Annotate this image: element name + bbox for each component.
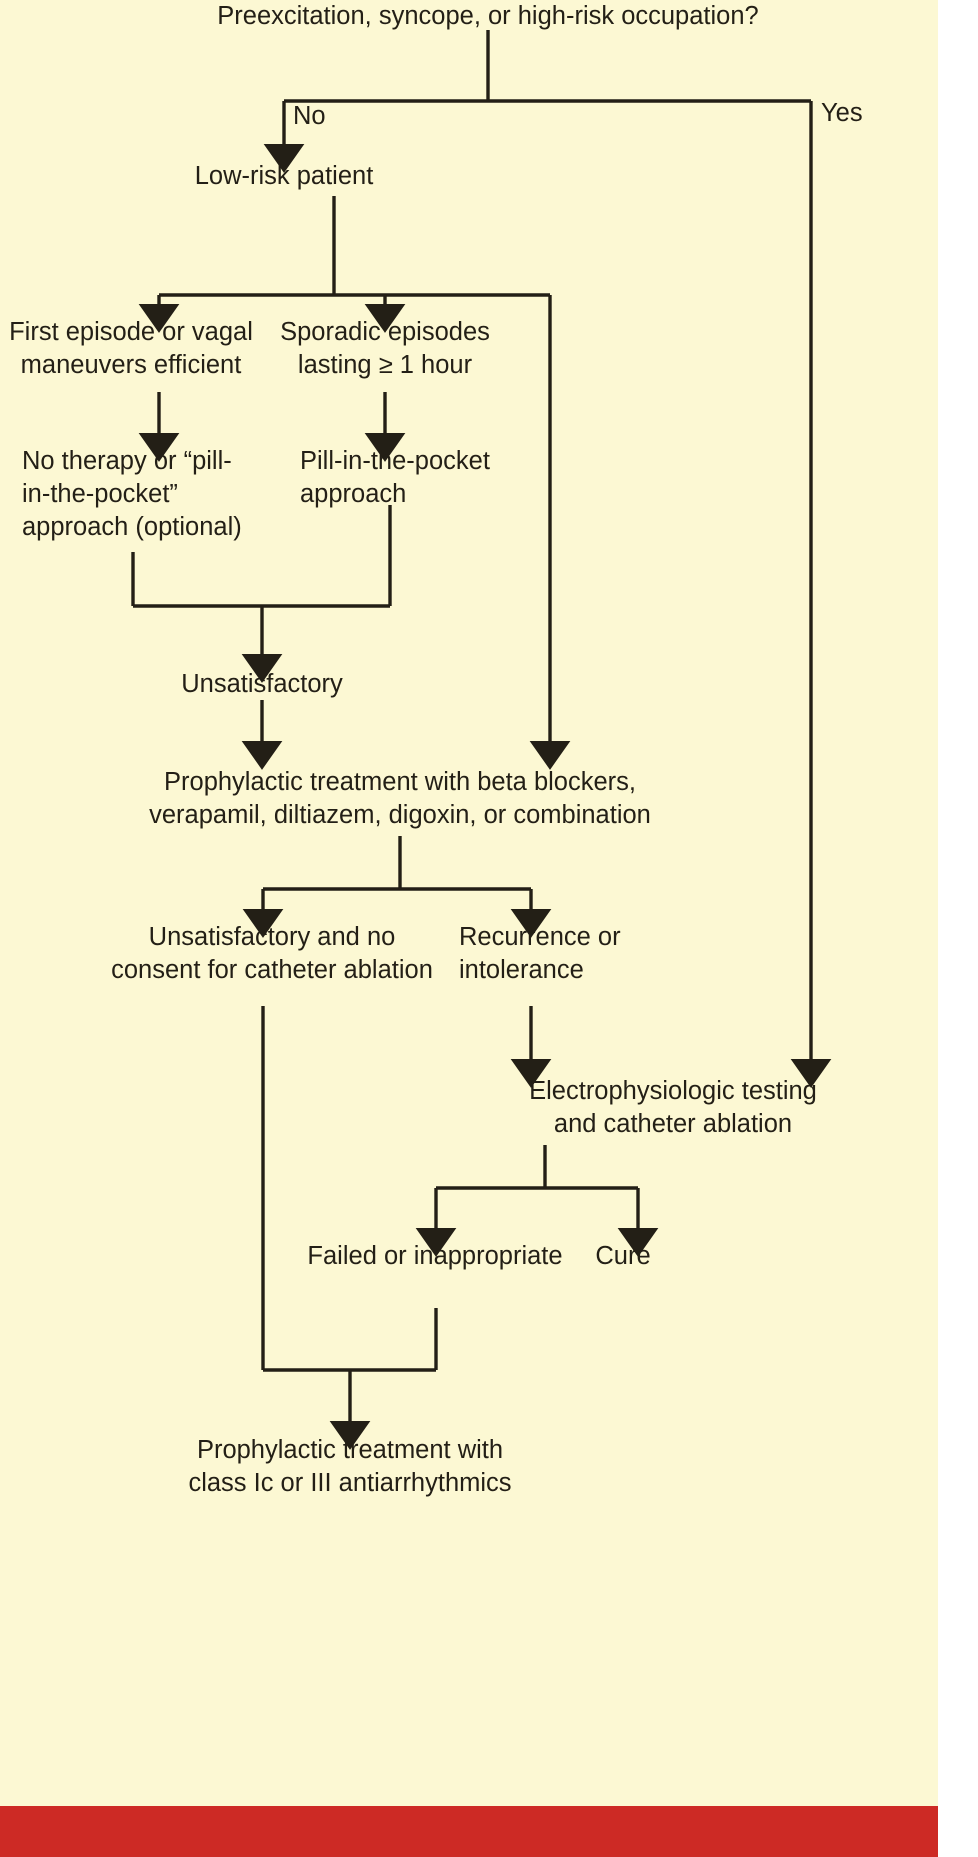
node-class-ic-antiarrhythmics: Prophylactic treatment with class Ic or … [188, 1436, 512, 1497]
node-prophylactic-drugs: Prophylactic treatment with beta blocker… [149, 768, 651, 829]
node-ep-testing: Electrophysiologic testing and catheter … [529, 1077, 817, 1138]
node-unsatisfactory-no-consent: Unsatisfactory and no consent for cathet… [111, 923, 433, 984]
node-unsatisfactory: Unsatisfactory [181, 670, 343, 698]
node-pill-in-the-pocket: Pill-in-the-pocket approach [300, 447, 490, 508]
node-no-therapy: No therapy or “pill- in-the-pocket” appr… [22, 447, 242, 541]
edge-label-yes: Yes [821, 99, 863, 127]
node-low-risk-patient: Low-risk patient [194, 162, 374, 190]
edge-label-no: No [293, 102, 326, 130]
node-cure: Cure [595, 1242, 651, 1270]
node-sporadic-episodes: Sporadic episodes lasting ≥ 1 hour [280, 318, 490, 379]
flowchart-connector-layer [131, 30, 832, 1450]
diagram-panel [0, 0, 938, 1806]
node-first-episode: First episode or vagal maneuvers efficie… [9, 318, 253, 379]
node-failed-or-inappropriate: Failed or inappropriate [307, 1242, 563, 1270]
footer-accent-bar [0, 1806, 938, 1857]
node-root-question: Preexcitation, syncope, or high-risk occ… [217, 2, 759, 30]
node-recurrence-intolerance: Recurrence or intolerance [459, 923, 621, 984]
